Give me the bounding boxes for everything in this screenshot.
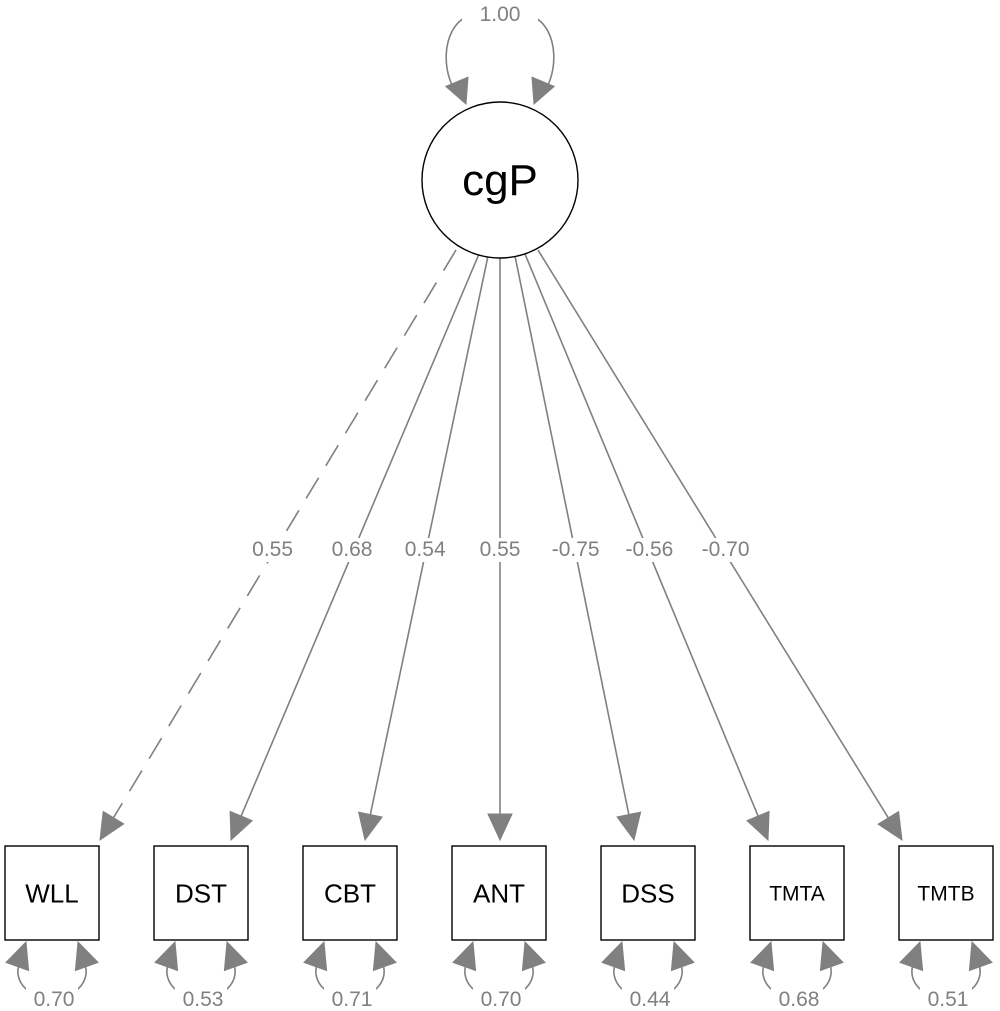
residual-arrow-right-dss <box>670 940 695 972</box>
indicator-label-ant: ANT <box>473 878 525 908</box>
loading-label-bg-tmtb <box>693 538 758 562</box>
labels-layer: 1.00 0.55 0.68 0.54 0.55 -0.75 -0.56 -0.70 0.70 0… <box>26 2 972 1011</box>
nodes-layer: cgP WLL DST CBT ANT DSS TMTA TMTB <box>4 101 994 941</box>
loading-edge-dst <box>238 253 480 821</box>
residual-label-bg-tmta <box>771 986 823 1008</box>
loading-edge-tmtb <box>537 249 892 822</box>
residual-label-bg-ant <box>473 986 525 1008</box>
indicator-box-dst <box>153 845 249 941</box>
residual-arrow-left-cbt <box>303 940 328 972</box>
loading-arrowhead-cbt <box>357 811 383 842</box>
residual-label-cbt: 0.71 <box>332 988 373 1011</box>
indicator-label-wll: WLL <box>25 878 78 908</box>
loading-edge-dss <box>514 255 631 819</box>
loading-label-bg-dss <box>543 538 608 562</box>
loading-edge-cbt <box>368 255 489 819</box>
residual-label-dst: 0.53 <box>183 988 224 1011</box>
loading-label-bg-ant <box>468 538 532 562</box>
loading-label-dst: 0.68 <box>332 538 373 561</box>
residual-arrow-left-tmta <box>750 940 775 972</box>
latent-variance-arrow-right <box>531 76 556 106</box>
residual-arrow-right-cbt <box>372 940 397 972</box>
residual-arrow-right-ant <box>521 940 546 972</box>
residual-arrow-right-wll <box>74 940 99 972</box>
indicator-box-tmta <box>749 845 845 941</box>
residual-label-bg-wll <box>26 986 78 1008</box>
loading-arrowhead-dss <box>616 811 642 842</box>
loading-label-bg-tmta <box>617 538 682 562</box>
loading-label-wll: 0.55 <box>252 538 293 561</box>
indicator-label-tmta: TMTA <box>769 883 825 906</box>
edges-layer <box>5 10 993 997</box>
loading-label-bg-wll <box>240 538 305 562</box>
residual-label-bg-dst <box>175 986 227 1008</box>
latent-variance-label-bg <box>462 2 538 24</box>
indicator-label-cbt: CBT <box>324 878 376 908</box>
indicator-box-ant <box>451 845 547 941</box>
indicator-label-tmtb: TMTB <box>917 883 974 906</box>
residual-arrow-left-ant <box>452 940 477 972</box>
indicator-label-dss: DSS <box>621 878 674 908</box>
latent-node-label: cgP <box>462 156 538 205</box>
residual-label-tmta: 0.68 <box>779 988 820 1011</box>
latent-variance-arrow-left <box>444 76 469 106</box>
residual-arrow-left-dst <box>154 940 179 972</box>
loading-label-ant: 0.55 <box>480 538 521 561</box>
indicator-box-dss <box>600 845 696 941</box>
residual-arrow-right-tmta <box>819 940 844 972</box>
loading-edge-tmta <box>524 253 761 821</box>
loading-label-tmtb: -0.70 <box>702 538 750 561</box>
residual-label-bg-dss <box>622 986 674 1008</box>
indicator-box-cbt <box>302 845 398 941</box>
residual-arrow-left-wll <box>5 940 30 972</box>
latent-node-circle <box>421 101 579 259</box>
residual-label-bg-tmtb <box>920 986 972 1008</box>
residual-label-ant: 0.70 <box>481 988 522 1011</box>
residual-label-wll: 0.70 <box>34 988 75 1011</box>
loading-label-cbt: 0.54 <box>405 538 446 561</box>
indicator-box-wll <box>4 845 100 941</box>
residual-arrow-right-tmtb <box>968 940 993 972</box>
loading-label-tmta: -0.56 <box>625 538 673 561</box>
residual-label-bg-cbt <box>324 986 376 1008</box>
residual-label-tmtb: 0.51 <box>928 988 969 1011</box>
loading-label-dss: -0.75 <box>552 538 600 561</box>
residual-arrow-left-dss <box>601 940 626 972</box>
loading-arrowhead-dst <box>229 810 254 842</box>
indicator-box-tmtb <box>898 845 994 941</box>
loading-edge-wll <box>110 249 457 822</box>
loading-arrowhead-wll <box>99 810 125 842</box>
loading-label-bg-cbt <box>393 538 458 562</box>
residual-label-dss: 0.44 <box>630 988 671 1011</box>
residual-arrow-left-tmtb <box>899 940 924 972</box>
latent-variance-label: 1.00 <box>480 3 521 26</box>
loading-arrowhead-tmta <box>746 810 770 842</box>
indicator-label-dst: DST <box>175 878 227 908</box>
loading-arrowhead-ant <box>487 813 513 842</box>
loading-arrowhead-tmtb <box>877 810 903 842</box>
residual-arrow-right-dst <box>223 940 248 972</box>
loading-label-bg-dst <box>320 538 384 562</box>
